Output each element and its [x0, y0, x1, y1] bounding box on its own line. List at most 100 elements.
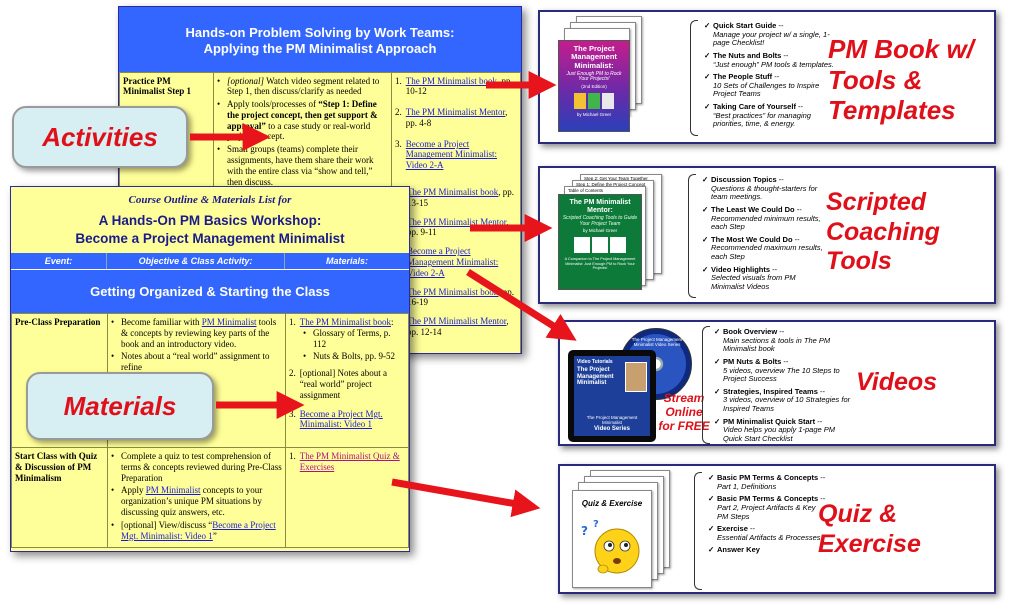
- mat-num: 2.: [395, 107, 402, 118]
- video-link[interactable]: Become a Project Management Minimalist: …: [405, 138, 497, 171]
- back-doc-banner: Hands-on Problem Solving by Work Teams: …: [119, 7, 521, 72]
- front-doc-title-line1: A Hands-On PM Basics Workshop:: [98, 213, 322, 228]
- text: [optional] View/discuss “: [121, 519, 213, 530]
- coaching-feature-item: The Least We Could Do --Recommended mini…: [702, 205, 830, 232]
- text: [optional] Notes about a “real world” pr…: [299, 368, 387, 400]
- front-doc-kicker: Course Outline & Materials List for: [128, 194, 292, 206]
- front-doc-title-line2: Become a Project Management Minimalist: [75, 230, 345, 246]
- feature-sep: --: [792, 234, 800, 244]
- feature-desc: Video helps you apply 1-page PM Quick St…: [723, 425, 836, 443]
- book-cover-subtitle: Just Enough PM to Rock Your Projects!: [566, 70, 622, 83]
- mat-num: 1.: [395, 75, 402, 86]
- materials-callout: Materials: [26, 372, 214, 440]
- cover-art-block: [588, 92, 600, 109]
- front-doc-title: A Hands-On PM Basics Workshop: Become a …: [11, 212, 409, 247]
- book-brace: [690, 20, 698, 136]
- activities-callout: Activities: [12, 106, 188, 168]
- book-cover-edition: (2nd Edition): [581, 83, 607, 89]
- stream-online-label[interactable]: Stream Online for FREE: [658, 391, 710, 433]
- back-mat-8: The PM Minimalist Mentor, pp. 12-14: [395, 316, 517, 338]
- col-objective: Objective & Class Activity:: [107, 253, 285, 270]
- feature-title: The Nuts and Bolts: [713, 50, 782, 60]
- back-mat-2: 2.The PM Minimalist Mentor, pp. 4-8: [395, 107, 517, 129]
- feature-title: The Most We Could Do: [711, 234, 793, 244]
- quiz-bullet-3: [optional] View/discuss “Become a Projec…: [111, 520, 282, 542]
- book-panel: The Project Management Minimalist: Just …: [538, 10, 996, 144]
- video-link[interactable]: Become a Project Management Minimalist: …: [407, 246, 499, 278]
- presenter-photo: [625, 362, 647, 392]
- quiz-link[interactable]: The PM Minimalist Quiz & Exercises: [299, 451, 400, 472]
- preclass-bullet-1: Become familiar with PM Minimalist tools…: [111, 317, 282, 349]
- coaching-panel: Step 2: Get Your Team Together Step 1: D…: [538, 166, 996, 304]
- back-doc-materials: 1.The PM Minimalist book, pp. 10-12 2.Th…: [391, 71, 521, 353]
- back-doc-bullet-3: Small groups (teams) complete their assi…: [217, 144, 388, 187]
- nuts-bolts-item: Nuts & Bolts, pp. 9-52: [303, 351, 405, 362]
- book-cover-art: [562, 92, 626, 109]
- book-link[interactable]: The PM Minimalist book: [407, 286, 499, 297]
- feature-title: Discussion Topics: [711, 175, 777, 184]
- arrow-to-quiz: [391, 478, 541, 518]
- book-feature-item: Taking Care of Yourself --“Best practice…: [704, 102, 834, 129]
- preclass-bullet-2: Notes about a “real world” assignment to…: [111, 351, 282, 373]
- cover-art-block: [592, 237, 608, 254]
- feature-desc: Part 2, Project Artifacts & Key PM Steps: [717, 502, 816, 521]
- quiz-feature-item: Answer Key: [708, 546, 828, 555]
- book-link[interactable]: The PM Minimalist book: [299, 317, 392, 328]
- feature-desc: “Best practices” for managing priorities…: [713, 110, 811, 129]
- tablet-screen: Video Tutorials The Project Management M…: [574, 356, 650, 436]
- quiz-feature-item: Basic PM Terms & Concepts --Part 2, Proj…: [708, 494, 828, 521]
- video-link[interactable]: Become a Project Mgt. Minimalist: Video …: [299, 408, 383, 430]
- feature-sep: --: [781, 356, 789, 366]
- feature-title: Basic PM Terms & Concepts: [717, 473, 819, 482]
- feature-desc: 3 videos, overview of 10 Strategies for …: [723, 395, 851, 413]
- feature-title: Basic PM Terms & Concepts: [717, 494, 819, 504]
- back-mat-3: 3.Become a Project Management Minimalist…: [395, 139, 517, 171]
- tablet-footer-2: Video Series: [594, 425, 630, 432]
- mentor-cover-subtitle: Scripted Coaching Tools to Guide Your Pr…: [562, 215, 638, 227]
- quiz-feature-item: Basic PM Terms & Concepts --Part 1, Defi…: [708, 473, 828, 491]
- pm-minimalist-link[interactable]: PM Minimalist: [201, 317, 257, 328]
- book-feature-item: Quick Start Guide --Manage your project …: [704, 21, 834, 48]
- mentor-link[interactable]: The PM Minimalist Mentor: [407, 316, 507, 327]
- back-mat-5: The PM Minimalist Mentor, pp. 9-11: [395, 217, 517, 239]
- feature-sep: --: [772, 72, 780, 82]
- mentor-link[interactable]: The PM Minimalist Mentor: [407, 216, 507, 227]
- feature-sep: --: [776, 175, 784, 184]
- feature-title: PM Minimalist Quick Start: [723, 416, 816, 426]
- book-panel-title: PM Book w/ Tools & Templates: [828, 34, 974, 126]
- front-doc-header: Course Outline & Materials List for A Ha…: [11, 187, 409, 254]
- mentor-cover-author: by Michael Greer: [582, 228, 618, 234]
- pm-minimalist-link[interactable]: PM Minimalist: [145, 485, 201, 496]
- row-preclass-materials: 1.The PM Minimalist book: Glossary of Te…: [285, 313, 409, 449]
- back-mat-1: 1.The PM Minimalist book, pp. 10-12: [395, 76, 517, 98]
- feature-sep: --: [781, 50, 789, 60]
- quiz-page-front: Quiz & Exercise ? ?: [572, 490, 652, 588]
- feature-desc: Selected visuals from PM Minimalist Vide…: [711, 273, 796, 291]
- back-doc-bullet-1-text: Watch video segment related to Step 1, t…: [227, 75, 380, 97]
- quiz-mat-1: 1.The PM Minimalist Quiz & Exercises: [289, 451, 405, 473]
- mat-num: 3.: [289, 408, 296, 419]
- col-event: Event:: [11, 253, 107, 270]
- mentor-link[interactable]: The PM Minimalist Mentor: [405, 107, 506, 118]
- video-link[interactable]: Become a Project Mgt. Minimalist: Video …: [121, 519, 276, 541]
- book-link[interactable]: The PM Minimalist book: [405, 75, 498, 86]
- page-range: , pp. 13-15: [407, 187, 515, 208]
- page-tab-label: Step 1: Define the Project Concept: [576, 182, 646, 187]
- mentor-cover-art: [562, 237, 638, 254]
- feature-title: Quick Start Guide: [713, 21, 777, 30]
- back-mat-6: Become a Project Management Minimalist: …: [395, 246, 517, 278]
- page-range: , pp. 9-11: [407, 216, 509, 238]
- tablet-title: The Project Management Minimalist: [577, 367, 614, 387]
- col-materials: Materials:: [325, 256, 369, 267]
- coaching-brace: [688, 174, 696, 298]
- feature-title: Exercise: [717, 524, 748, 534]
- back-mat-7: The PM Minimalist book, pp. 16-19: [395, 287, 517, 309]
- book-link[interactable]: The PM Minimalist book: [407, 187, 499, 198]
- feature-sep: --: [776, 21, 784, 30]
- mentor-cover: The PM Minimalist Mentor: Scripted Coach…: [558, 194, 642, 290]
- feature-title: Video Highlights: [711, 264, 771, 274]
- feature-desc: Main sections & tools in The PM Minimali…: [723, 335, 831, 354]
- feature-sep: --: [818, 473, 826, 482]
- feature-sep: --: [770, 264, 778, 274]
- cover-art-block: [574, 92, 586, 109]
